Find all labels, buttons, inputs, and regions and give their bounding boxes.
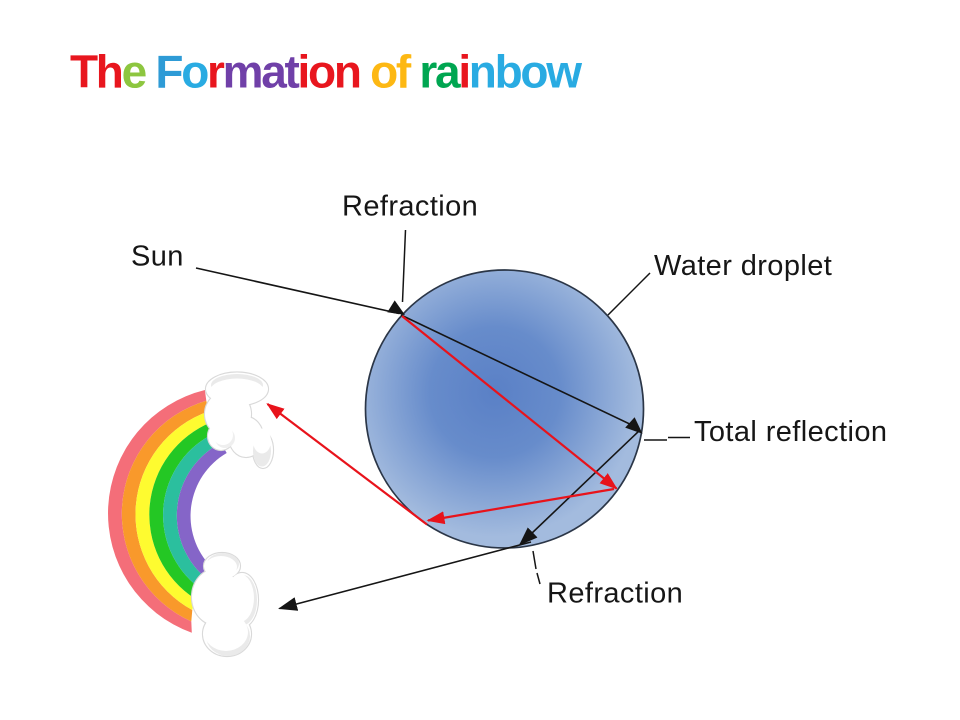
svg-text:Sun: Sun: [131, 241, 184, 273]
svg-text:The Formation of rainbow: The Formation of rainbow: [70, 46, 582, 98]
svg-text:Total reflection: Total reflection: [694, 416, 887, 448]
svg-text:Refraction: Refraction: [342, 191, 478, 223]
svg-text:Water droplet: Water droplet: [654, 250, 832, 282]
svg-text:Refraction: Refraction: [547, 578, 683, 610]
